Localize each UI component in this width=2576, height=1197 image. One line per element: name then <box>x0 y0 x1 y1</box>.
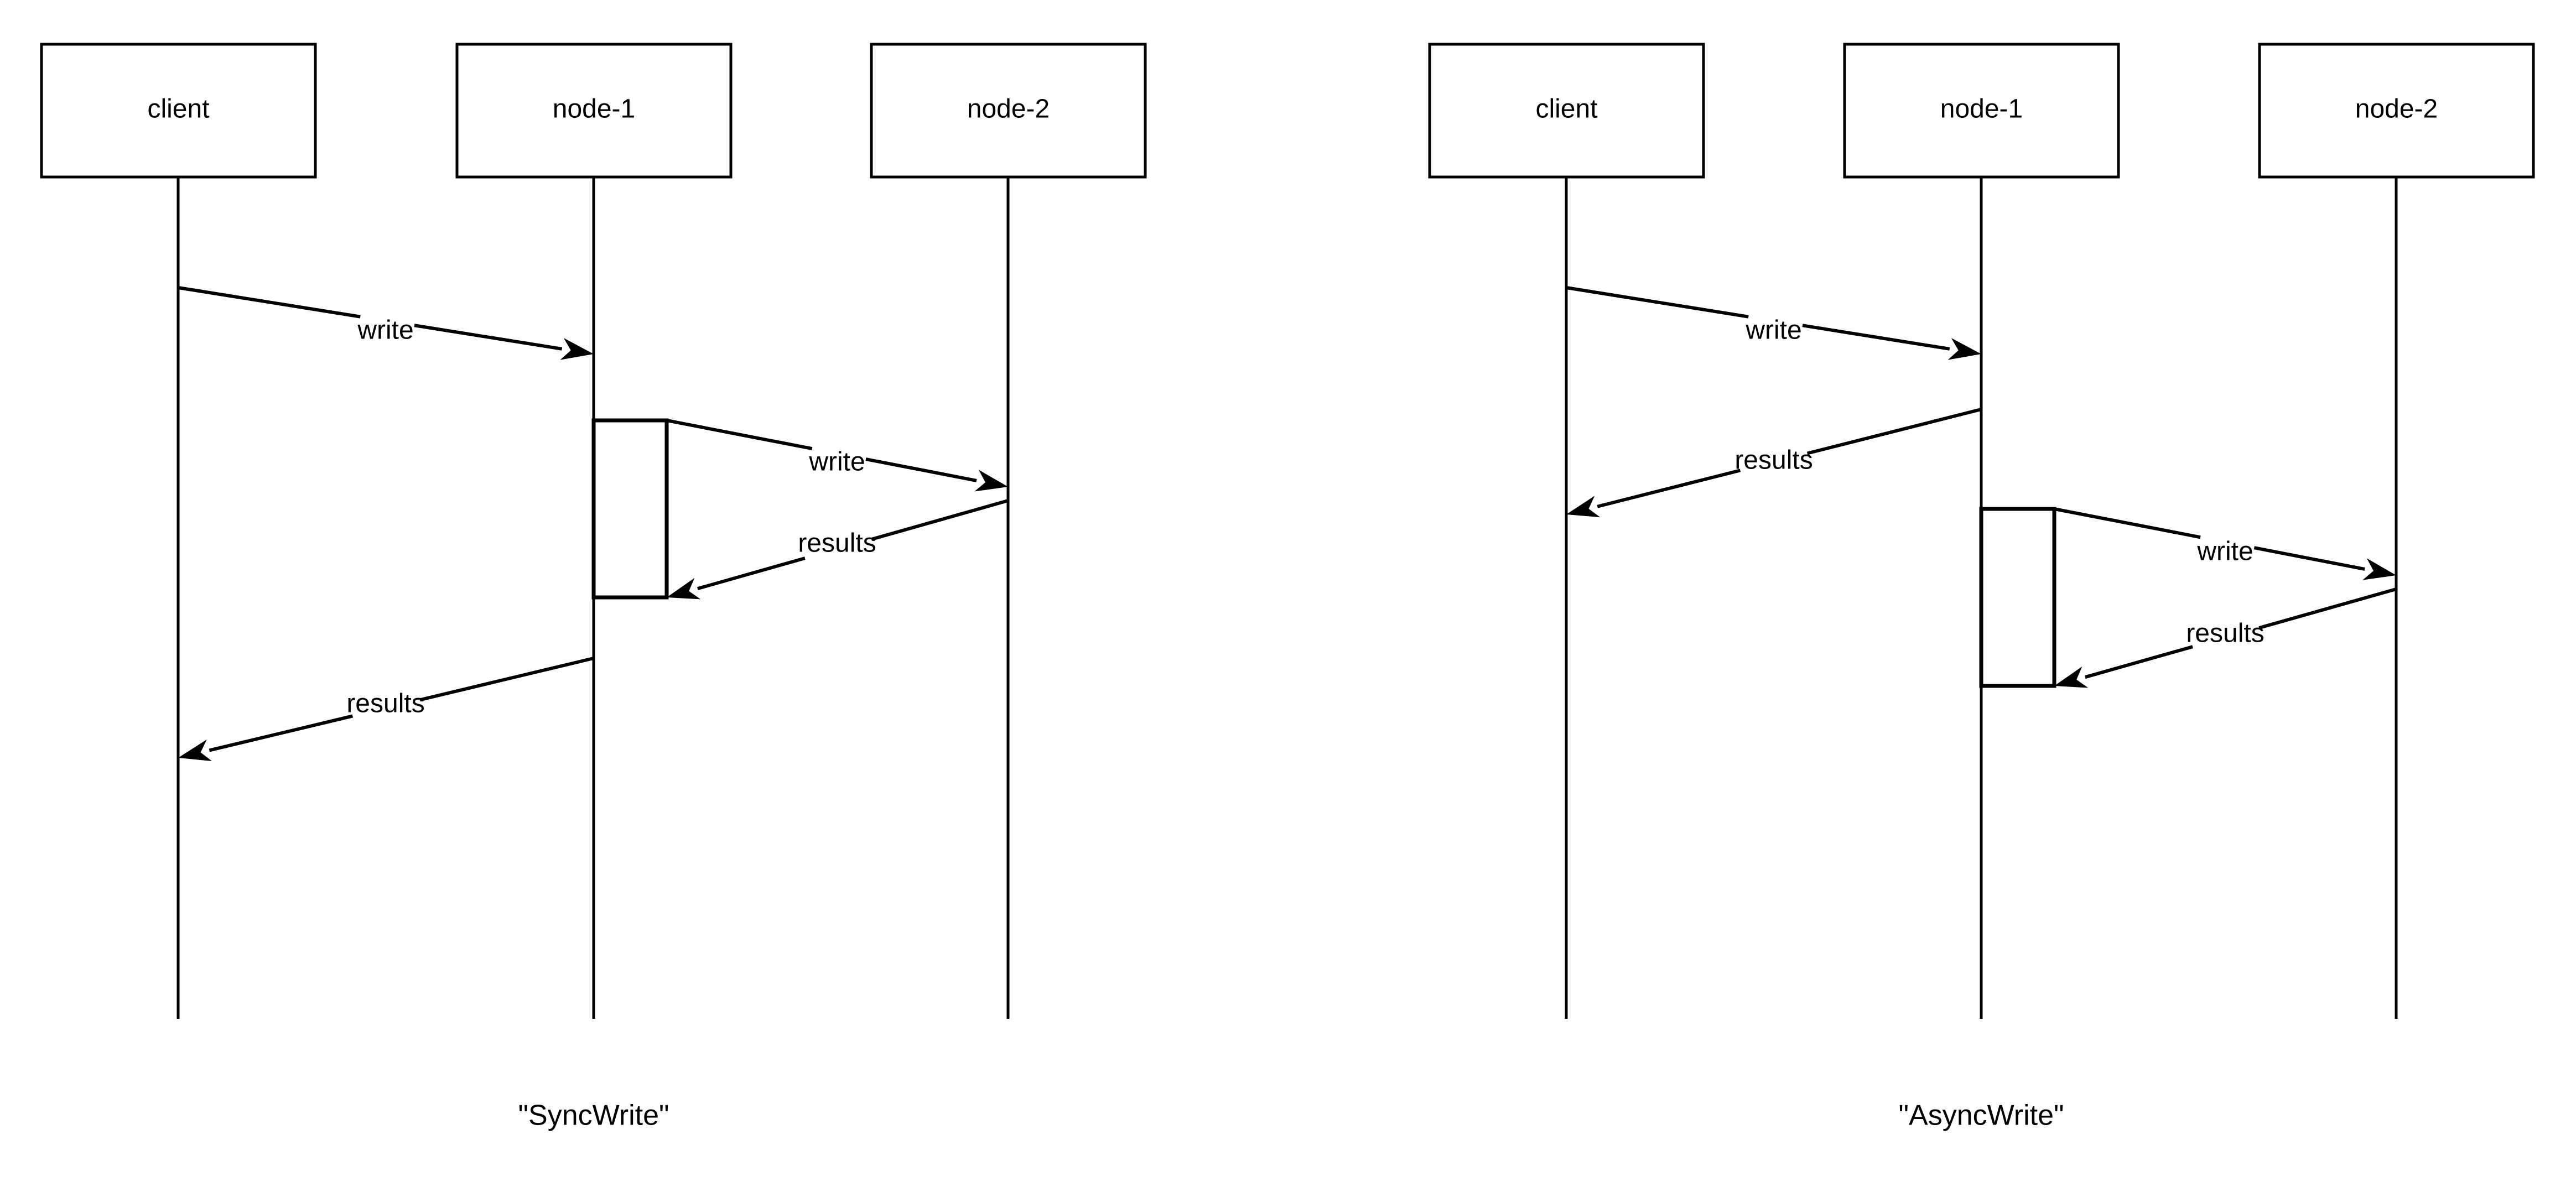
arrowhead-async-write-m2 <box>1566 496 1601 518</box>
message-line-sync-write-m4-b <box>209 714 354 752</box>
participant-box-node-1[interactable] <box>1843 43 2120 179</box>
participant-label-node-1: node-1 <box>1940 95 2023 124</box>
message-label-async-write-m3: write <box>2196 537 2253 566</box>
arrowhead-sync-write-m1 <box>560 338 594 360</box>
message-label-sync-write-m3: results <box>798 529 876 558</box>
message-line-async-write-m2-a <box>1806 408 1982 455</box>
message-label-sync-write-m4: results <box>346 689 424 719</box>
participant-label-client: client <box>1535 95 1597 124</box>
participant-label-node-2: node-2 <box>2355 95 2438 124</box>
message-line-sync-write-m1-a <box>178 286 361 319</box>
arrowhead-async-write-m3 <box>2362 558 2396 580</box>
activation-box-node-1[interactable] <box>591 418 669 600</box>
message-line-async-write-m3-b <box>2253 546 2365 571</box>
message-line-async-write-m1-b <box>1802 324 1950 351</box>
participant-box-node-1[interactable] <box>455 43 733 179</box>
diagram-caption-async-write: "AsyncWrite" <box>1899 1100 2064 1132</box>
participant-box-node-2[interactable] <box>2258 43 2535 179</box>
diagram-async-write: client node-1 node-2 write results write resul… <box>1428 43 2535 1132</box>
message-line-sync-write-m4-a <box>419 657 594 702</box>
participant-label-node-1: node-1 <box>553 95 635 124</box>
message-line-async-write-m3-a <box>2054 507 2201 539</box>
message-line-sync-write-m3-a <box>871 499 1009 541</box>
message-label-async-write-m2: results <box>1734 446 1812 475</box>
participant-label-node-2: node-2 <box>967 95 1050 124</box>
participant-box-node-2[interactable] <box>870 43 1147 179</box>
message-line-sync-write-m2-b <box>865 457 977 482</box>
message-line-sync-write-m1-b <box>414 324 563 351</box>
message-line-async-write-m2-b <box>1597 469 1741 508</box>
activation-box-node-1[interactable] <box>1979 507 2056 688</box>
diagram-caption-sync-write: "SyncWrite" <box>518 1100 669 1132</box>
message-line-async-write-m1-a <box>1566 286 1749 319</box>
message-label-sync-write-m1: write <box>357 316 413 345</box>
message-label-async-write-m1: write <box>1745 316 1801 345</box>
participant-box-client[interactable] <box>1428 43 1705 179</box>
message-line-async-write-m4-a <box>2258 587 2397 630</box>
message-label-async-write-m4: results <box>2186 619 2264 648</box>
arrowhead-sync-write-m3 <box>667 577 701 600</box>
arrowhead-async-write-m1 <box>1947 338 1981 360</box>
message-line-sync-write-m2-a <box>666 419 813 451</box>
arrowhead-sync-write-m4 <box>178 740 212 761</box>
diagram-sync-write: client node-1 node-2 write write results resul… <box>40 43 1147 1132</box>
message-label-sync-write-m2: write <box>808 447 865 477</box>
message-line-sync-write-m3-b <box>697 556 806 591</box>
message-line-async-write-m4-b <box>2084 645 2193 679</box>
participant-box-client[interactable] <box>40 43 317 179</box>
participant-label-client: client <box>147 95 209 124</box>
arrowhead-sync-write-m2 <box>974 470 1008 492</box>
arrowhead-async-write-m4 <box>2054 666 2089 688</box>
